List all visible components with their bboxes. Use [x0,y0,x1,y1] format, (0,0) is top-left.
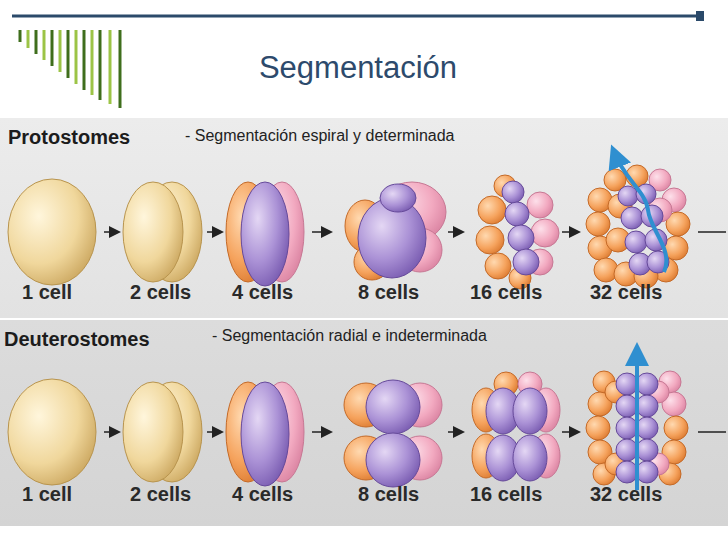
cell-count-label: 16 cells [470,483,542,506]
band-subtitle: - Segmentación espiral y determinada [185,127,454,145]
band-heading: Protostomes [8,126,130,149]
green-bar [51,30,54,66]
cell-count-label: 4 cells [232,281,293,304]
green-bar [83,30,86,90]
cell-count-label: 32 cells [590,483,662,506]
green-bar [59,30,62,72]
cell-count-label: 8 cells [358,483,419,506]
cell-count-label: 4 cells [232,483,293,506]
green-bar [119,30,122,108]
green-bar [35,30,38,54]
band-subtitle: - Segmentación radial e indeterminada [212,327,487,345]
cell-count-label: 8 cells [358,281,419,304]
slide-title: Segmentación [0,50,716,86]
cell-count-label: 16 cells [470,281,542,304]
green-bar [27,30,30,48]
green-bar [91,30,94,95]
green-bar [43,30,46,60]
green-bar [109,30,112,104]
band-heading: Deuterostomes [4,328,150,351]
green-bar [67,30,70,78]
green-bar [99,30,102,100]
green-bar [75,30,78,84]
cell-count-label: 32 cells [590,281,662,304]
green-bars [20,30,120,108]
cell-count-label: 2 cells [130,281,191,304]
green-bar [19,30,22,42]
cell-count-label: 1 cell [22,281,72,304]
header-rule [12,15,700,18]
header-square [696,11,704,21]
cell-count-label: 1 cell [22,483,72,506]
cell-count-label: 2 cells [130,483,191,506]
